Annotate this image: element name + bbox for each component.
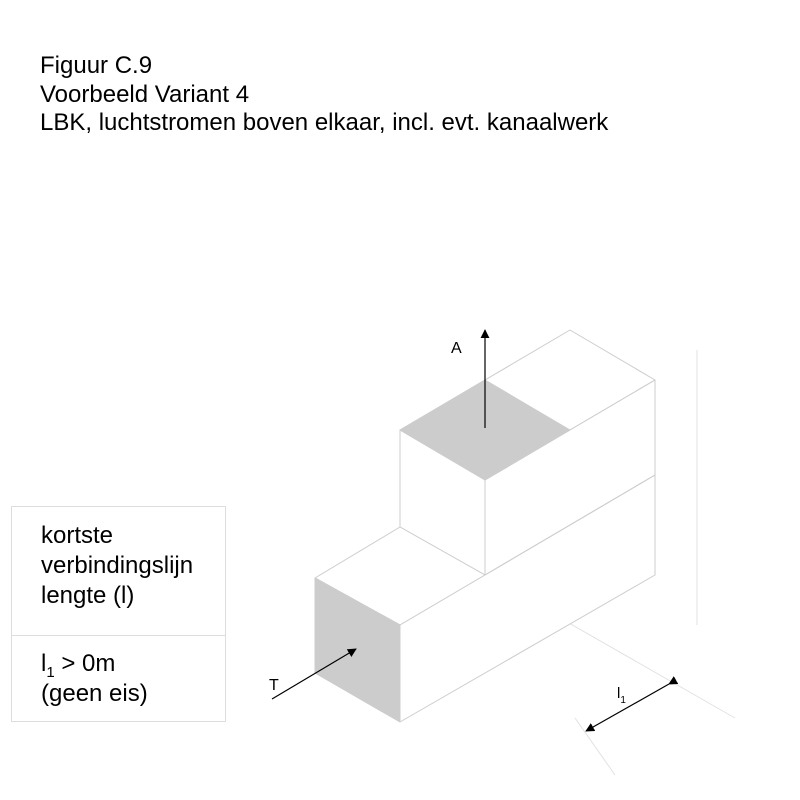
outlet-label: A — [451, 340, 462, 357]
dimension-subscript: 1 — [620, 695, 626, 706]
figure-subtitle: Voorbeeld Variant 4 — [40, 80, 250, 108]
dimension-symbol: l — [617, 685, 620, 702]
dimension-label: l1 — [617, 685, 626, 706]
legend-requirement-symbol: l — [41, 650, 47, 677]
legend-box: kortste verbindingslijn lengte (l) l1 > … — [11, 506, 226, 722]
legend-divider — [12, 635, 225, 636]
legend-definition-line1: kortste — [41, 522, 114, 549]
figure-titles: Figuur C.9 Voorbeeld Variant 4 LBK, luch… — [40, 52, 608, 138]
figure-caption: LBK, luchtstromen boven elkaar, incl. ev… — [40, 109, 609, 136]
legend-definition: kortste verbindingslijn lengte (l) — [12, 521, 225, 611]
legend-requirement-note: (geen eis) — [41, 680, 148, 707]
upper-box-outlet-opening — [399, 379, 571, 481]
inlet-label: T — [269, 677, 279, 694]
legend-definition-line3: lengte (l) — [41, 582, 135, 609]
dimension-arrow — [585, 676, 679, 732]
legend-requirement-formula: l1 > 0m — [41, 649, 225, 681]
legend-requirement-value: > 0m — [54, 650, 116, 677]
guide-line-lower — [574, 717, 616, 776]
lower-box-inlet-opening — [314, 577, 401, 723]
upper-box-mid-edge — [484, 474, 656, 576]
legend-definition-line2: verbindingslijn — [41, 552, 194, 579]
ahu-box-edges — [314, 329, 656, 723]
legend-requirement-subscript: 1 — [46, 664, 55, 681]
inlet-airflow-arrow — [271, 648, 357, 700]
figure-number: Figuur C.9 — [40, 52, 153, 79]
legend-requirement: l1 > 0m (geen eis) — [12, 649, 225, 709]
